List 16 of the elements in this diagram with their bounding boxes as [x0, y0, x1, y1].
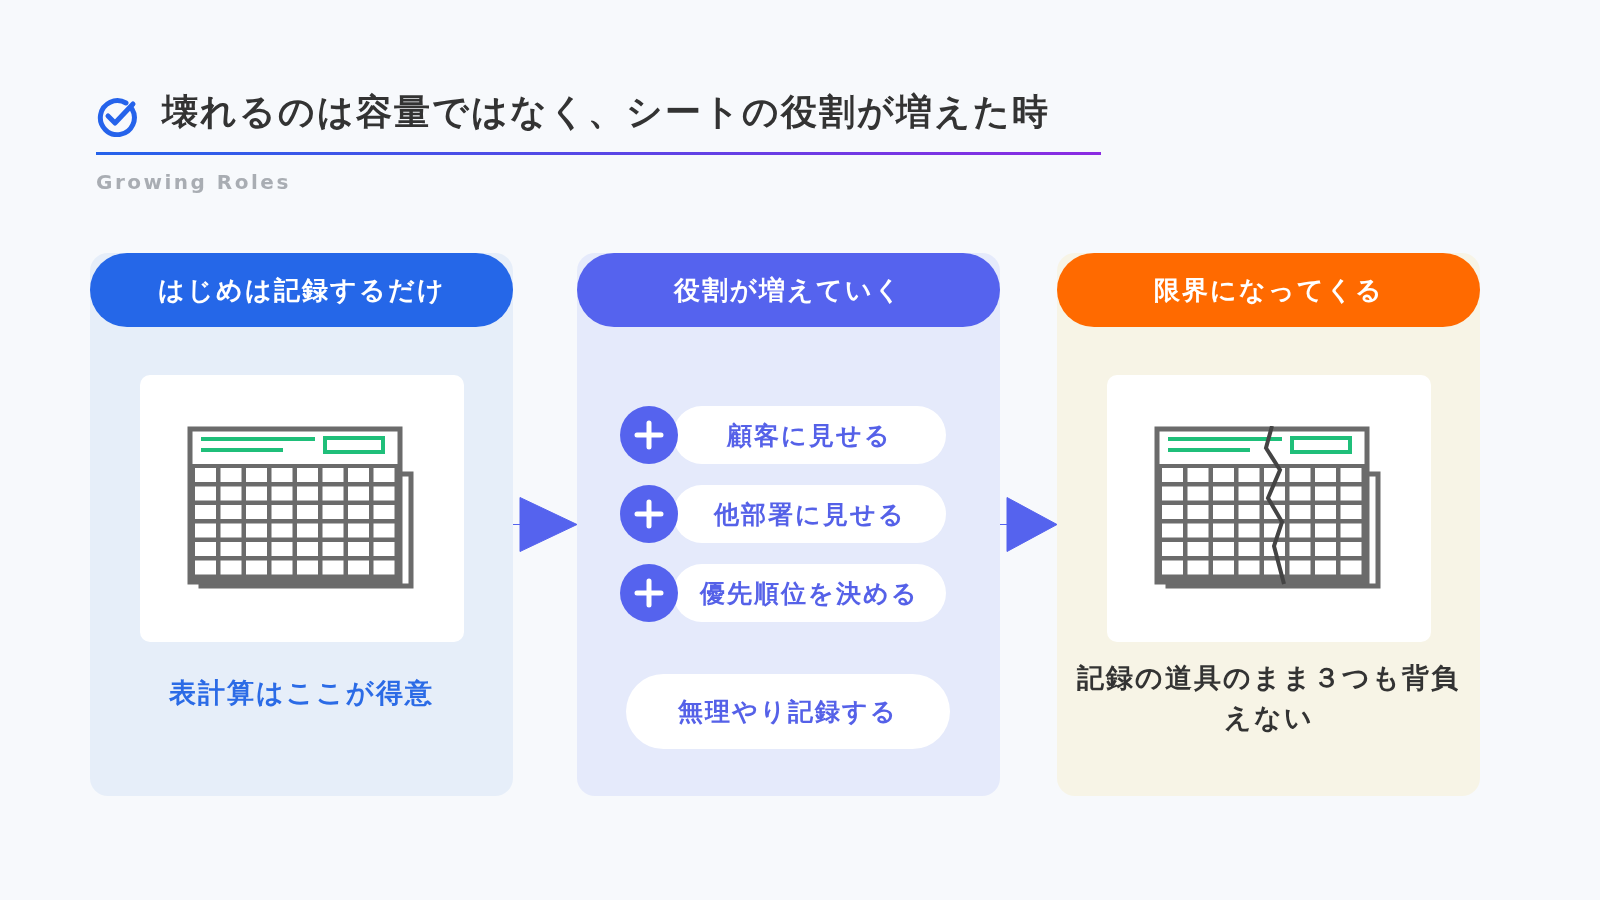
- panel-header: 役割が増えていく: [577, 253, 1000, 327]
- stage-panel: [90, 253, 513, 796]
- stage-panel: [1057, 253, 1480, 796]
- panel-header: 限界になってくる: [1057, 253, 1480, 327]
- arrow: [999, 497, 1058, 552]
- role-pill: 他部署に見せる: [673, 485, 946, 543]
- panel-header: はじめは記録するだけ: [90, 253, 513, 327]
- role-pill: 無理やり記録する: [626, 674, 950, 749]
- subtitle: Growing Roles: [96, 170, 291, 194]
- role-pill: 顧客に見せる: [673, 406, 946, 464]
- stage-panel: [577, 253, 1000, 796]
- role-pill: 優先順位を決める: [673, 564, 946, 622]
- panel-caption: 記録の道具のまま３つも背負えない: [1076, 661, 1461, 735]
- arrow: [512, 497, 578, 552]
- panel-caption: 表計算はここが得意: [168, 676, 435, 710]
- title: 壊れるのは容量ではなく、シートの役割が増えた時: [162, 90, 1050, 134]
